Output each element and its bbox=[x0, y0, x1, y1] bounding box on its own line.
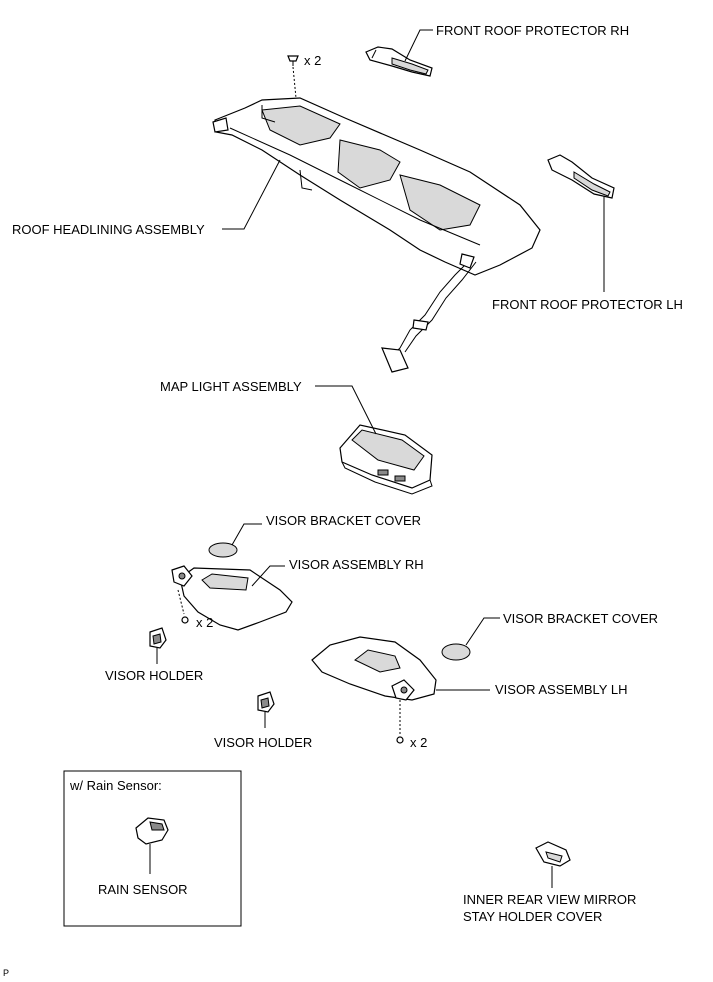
visor-bracket-cover-rh-part bbox=[208, 542, 238, 558]
mirror-stay-holder-cover-part bbox=[535, 841, 571, 867]
visor-bracket-cover-lh-part bbox=[441, 643, 471, 661]
headlining-clip-qty: x 2 bbox=[304, 53, 321, 68]
label-mirror-cover-line1: INNER REAR VIEW MIRROR bbox=[463, 892, 636, 907]
visor-holder-rh-part bbox=[149, 627, 167, 649]
leader-visor-bracket-cover-lh bbox=[465, 617, 500, 646]
label-visor-assembly-rh: VISOR ASSEMBLY RH bbox=[289, 557, 424, 572]
label-visor-bracket-cover-rh: VISOR BRACKET COVER bbox=[266, 513, 421, 528]
figure-code: P bbox=[3, 968, 9, 978]
visor-rh-screw-icon bbox=[181, 616, 189, 624]
leader-front-roof-protector-rh bbox=[404, 29, 433, 62]
visor-holder-lh-part bbox=[257, 691, 275, 713]
visor-lh-screw-qty: x 2 bbox=[410, 735, 427, 750]
label-roof-headlining-assembly: ROOF HEADLINING ASSEMBLY bbox=[12, 222, 205, 237]
rain-sensor-inset-box bbox=[63, 770, 242, 927]
visor-assembly-lh-part bbox=[311, 636, 437, 701]
label-front-roof-protector-rh: FRONT ROOF PROTECTOR RH bbox=[436, 23, 629, 38]
visor-rh-screw-qty: x 2 bbox=[196, 615, 213, 630]
label-mirror-cover-line2: STAY HOLDER COVER bbox=[463, 909, 602, 924]
visor-assembly-rh-part bbox=[171, 565, 293, 631]
inset-title: w/ Rain Sensor: bbox=[69, 778, 162, 793]
label-map-light-assembly: MAP LIGHT ASSEMBLY bbox=[160, 379, 302, 394]
roof-headlining-assembly-part bbox=[212, 97, 541, 373]
label-visor-bracket-cover-lh: VISOR BRACKET COVER bbox=[503, 611, 658, 626]
visor-lh-screw-icon bbox=[396, 736, 404, 744]
front-roof-protector-lh-part bbox=[547, 154, 615, 199]
leader-visor-bracket-cover-rh bbox=[231, 523, 262, 546]
label-visor-assembly-lh: VISOR ASSEMBLY LH bbox=[495, 682, 627, 697]
map-light-assembly-part bbox=[339, 424, 433, 495]
label-front-roof-protector-lh: FRONT ROOF PROTECTOR LH bbox=[492, 297, 683, 312]
label-rain-sensor: RAIN SENSOR bbox=[98, 882, 188, 897]
label-visor-holder-rh: VISOR HOLDER bbox=[105, 668, 203, 683]
clip-dash-line bbox=[292, 66, 297, 99]
leader-roof-headlining bbox=[222, 159, 281, 230]
label-visor-holder-lh: VISOR HOLDER bbox=[214, 735, 312, 750]
leader-visor-assembly-rh bbox=[251, 565, 285, 587]
leader-map-light bbox=[315, 385, 377, 435]
rain-sensor-part bbox=[135, 817, 169, 845]
visor-rh-screw-dash bbox=[177, 589, 185, 615]
front-roof-protector-rh-part bbox=[365, 46, 433, 77]
headlining-clip-icon bbox=[287, 55, 299, 66]
